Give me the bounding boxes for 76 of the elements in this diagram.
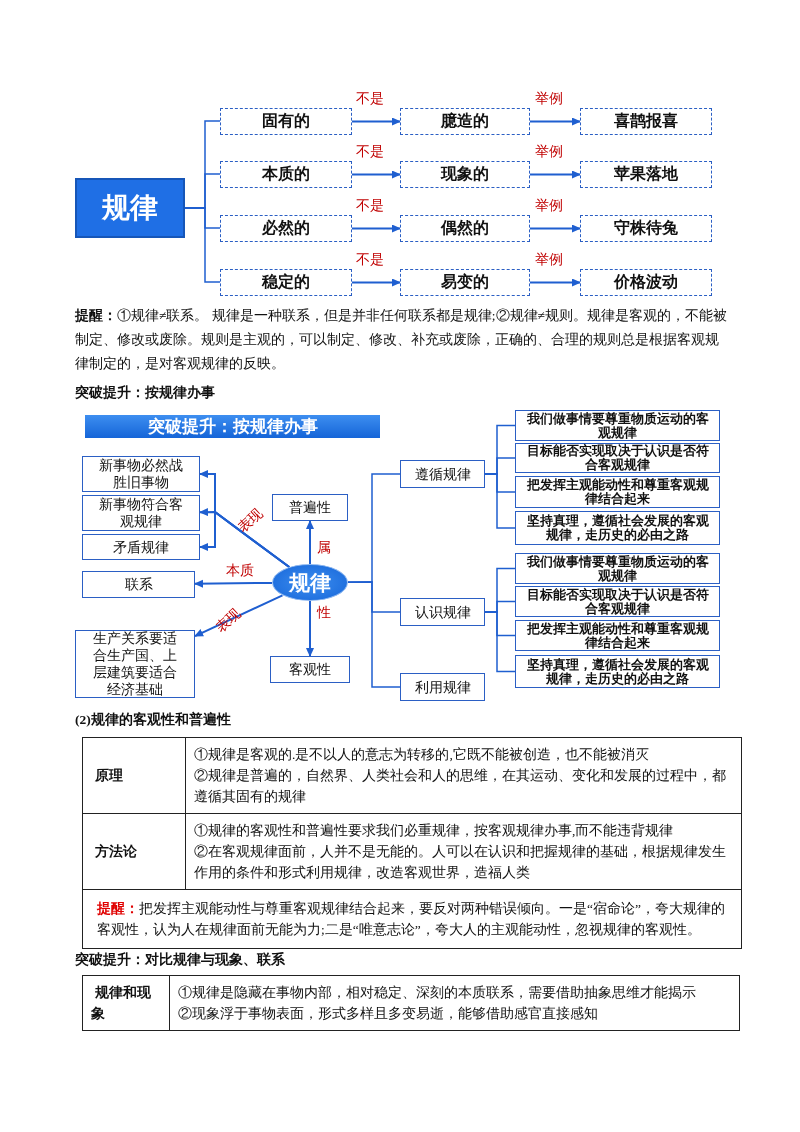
edge-label: 属 [317,540,331,555]
concept-box: 苹果落地 [580,161,712,188]
cell-text: ②在客观规律面前，人并不是无能的。人可以在认识和把握规律的基础，根据规律发生作用的条件和形式利用规律，改造客观世界，造福人类 [194,843,727,882]
concept-box: 矛盾规律 [82,534,200,560]
note-paragraph: 提醒：把发挥主观能动性与尊重客观规律结合起来，要反对两种错误倾向。一是“宿命论”，夸大规律的客观性，认为人在规律面前无能为力;二是“唯意志论”，夸大人的主观能动性，忽视规律的客观性。 [97,900,726,939]
arrow [351,224,401,233]
connector-line [484,473,516,529]
arrow [529,170,581,179]
edge-label: 不是 [356,252,384,267]
cell-text: ②现象浮于事物表面，形式多样且多变易逝，能够借助感官直接感知 [178,1005,599,1023]
concept-box: 本质的 [220,161,352,188]
concept-box: 认识规律 [400,598,485,626]
note-paragraph: 提醒：①规律≠联系。 规律是一种联系，但是并非任何联系都是规律;②规律≠规则。规律是客观的，不能被制定、修改或废除。规则是主观的，可以制定、修改、补充或废除，正确的、合理的规则总是根据客观规律制定的，是对客观规律的反映。 [75,307,727,373]
arrow [351,170,401,179]
edge-label: 不是 [356,198,384,213]
arrow [351,278,401,287]
row-header: 原理 [94,768,123,783]
arrow [194,594,284,638]
edge-label: 举例 [535,91,563,106]
statement-box: 把发挥主观能动性和尊重客观规律结合起来 [515,620,720,651]
cell-text: ②规律是普遍的，自然界、人类社会和人的思维，在其运动、变化和发展的过程中，都遵循其固有的规律 [194,767,727,806]
arrow [529,224,581,233]
arrow [529,278,581,287]
arrow [306,600,314,657]
concept-box: 利用规律 [400,673,485,701]
central-ellipse: 规律 [272,564,348,601]
statement-box: 我们做事情要尊重物质运动的客观规律 [515,410,720,441]
edge-label: 举例 [535,198,563,213]
arrow [194,579,273,588]
concept-box: 偶然的 [400,215,530,242]
row-header: 规律和现象 [91,985,151,1021]
connector-line [347,581,401,688]
edge-label: 性 [317,605,331,620]
edge-label: 不是 [356,91,384,106]
arrow [529,117,581,126]
edge-label: 举例 [535,252,563,267]
concept-box: 遵循规律 [400,460,485,488]
statement-box: 把发挥主观能动性和尊重客观规律结合起来 [515,476,720,508]
arrow [306,520,314,565]
edge-label: 表现 [212,605,244,636]
section-heading: (2)规律的客观性和普遍性 [75,711,231,729]
concept-box: 喜鹊报喜 [580,108,712,135]
cell-text: ①规律是客观的.是不以人的意志为转移的,它既不能被创造，也不能被消灭 [194,746,650,764]
edge-label: 举例 [535,144,563,159]
cell-text: ①规律是隐藏在事物内部，相对稳定、深刻的本质联系，需要借助抽象思维才能揭示 [178,984,697,1002]
concept-box: 现象的 [400,161,530,188]
concept-box: 臆造的 [400,108,530,135]
concept-box: 易变的 [400,269,530,296]
connector-line [484,611,516,673]
section-heading: 突破提升：对比规律与现象、联系 [75,951,285,969]
concept-box: 客观性 [270,656,350,683]
concept-box: 联系 [82,571,195,598]
arrow [351,117,401,126]
edge-label: 本质 [226,563,254,578]
concept-box: 新事物符合客观规律 [82,495,200,531]
edge-label: 表现 [234,505,266,536]
concept-box: 普遍性 [272,494,348,521]
concept-box: 稳定的 [220,269,352,296]
concept-box: 价格波动 [580,269,712,296]
concept-box: 守株待兔 [580,215,712,242]
statement-box: 我们做事情要尊重物质运动的客观规律 [515,553,720,584]
connector-line [184,207,221,283]
row-header: 方法论 [94,844,137,859]
edge-label: 不是 [356,144,384,159]
statement-box: 目标能否实现取决于认识是否符合客观规律 [515,443,720,473]
statement-box: 坚持真理，遵循社会发展的客观规律，走历史的必由之路 [515,655,720,688]
statement-box: 坚持真理，遵循社会发展的客观规律，走历史的必由之路 [515,511,720,545]
concept-box: 必然的 [220,215,352,242]
concept-box: 新事物必然战胜旧事物 [82,456,200,492]
concept-box: 生产关系要适合生产国、上层建筑要适合经济基础 [75,630,195,698]
title-box: 规律 [75,178,185,238]
section-heading: 突破提升：按规律办事 [75,384,215,402]
title-banner: 突破提升：按规律办事 [85,415,380,438]
statement-box: 目标能否实现取决于认识是否符合客观规律 [515,586,720,617]
cell-text: ①规律的客观性和普遍性要求我们必重规律，按客观规律办事,而不能违背规律 [194,822,675,840]
concept-box: 固有的 [220,108,352,135]
